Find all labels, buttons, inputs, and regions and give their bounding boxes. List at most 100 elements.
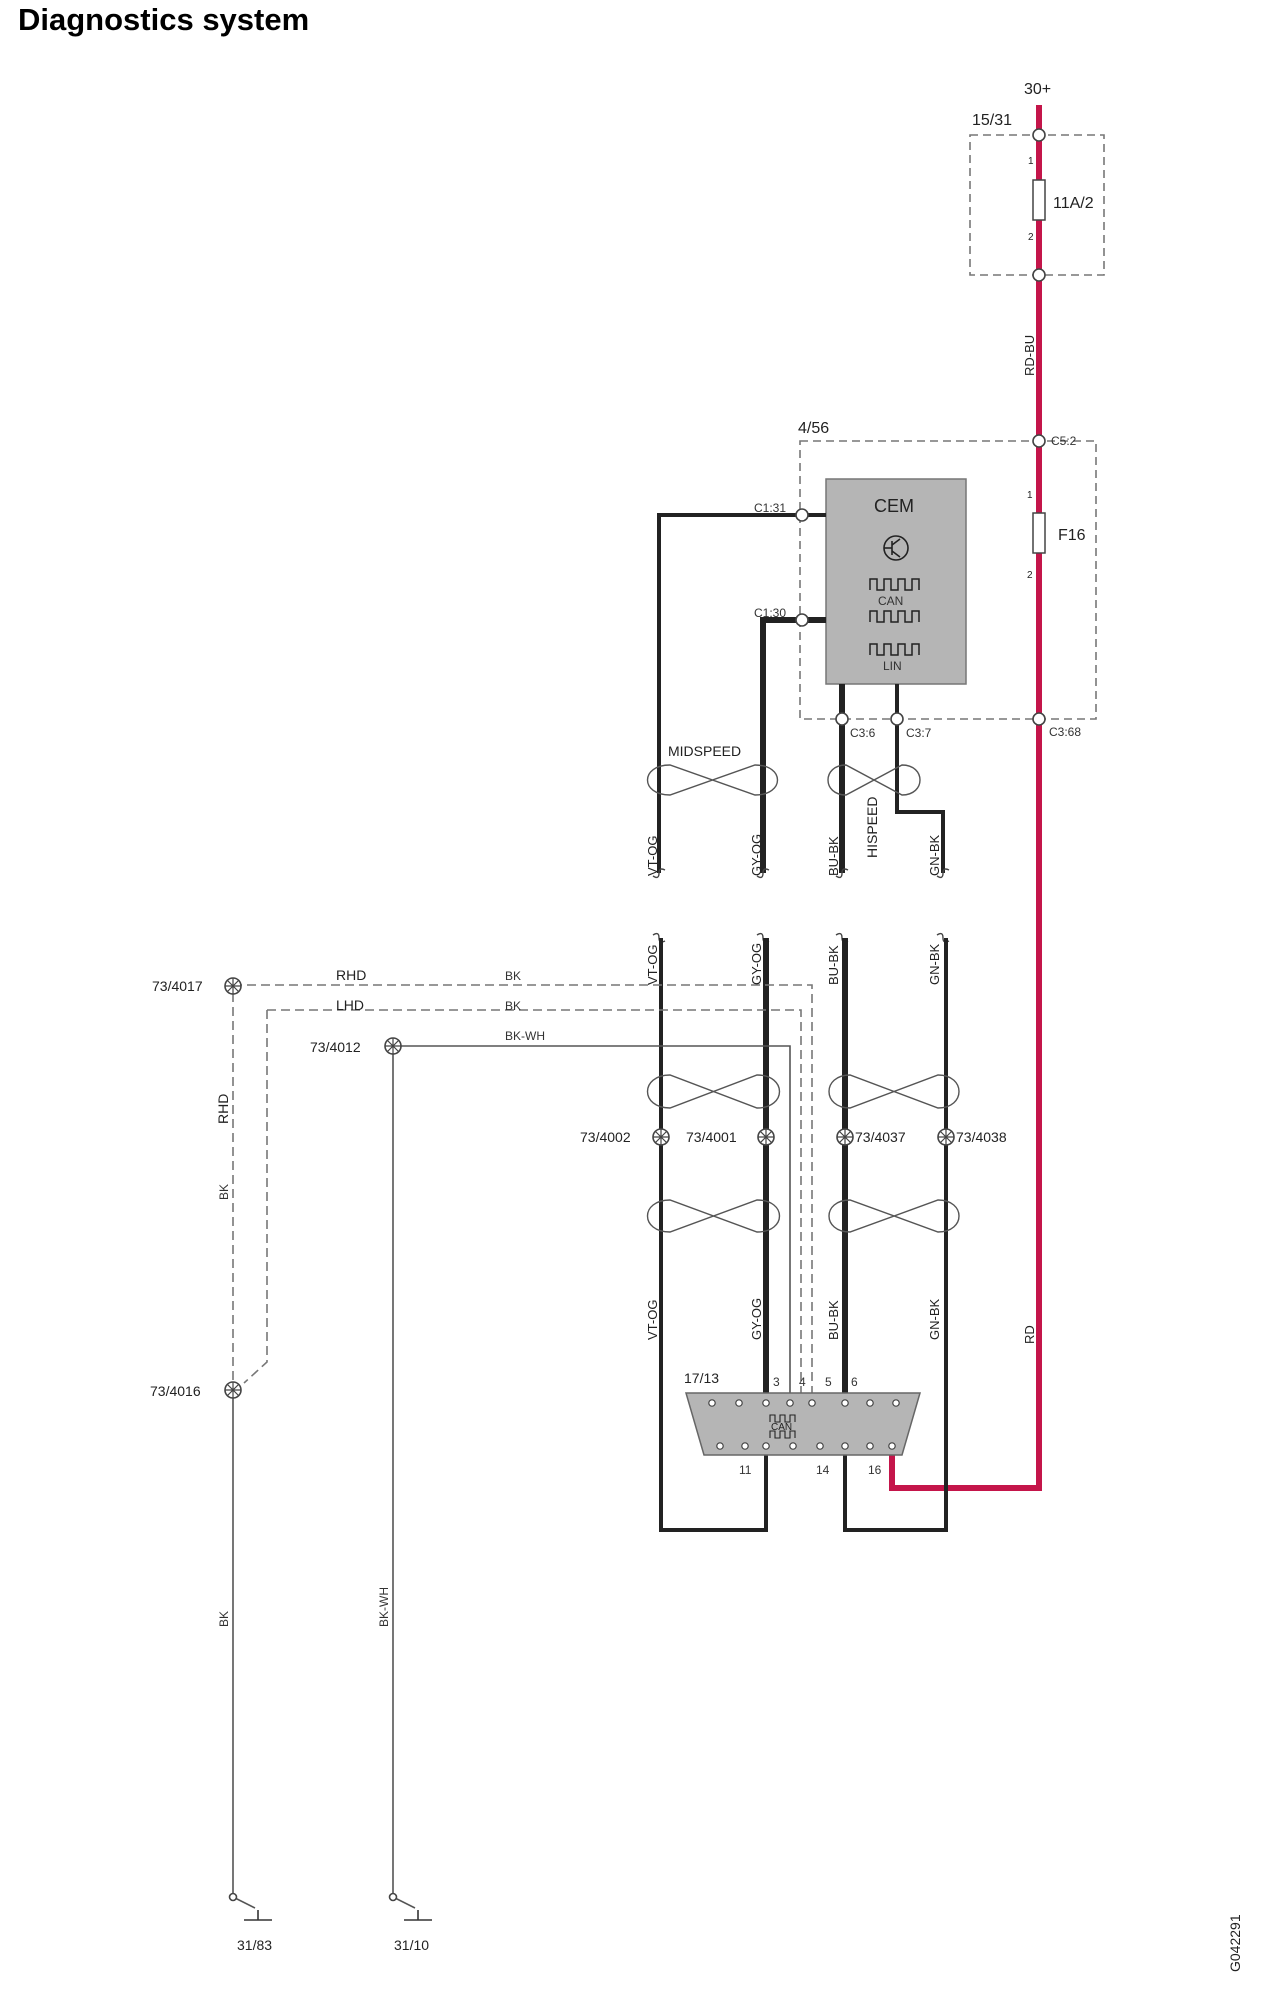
cem-module [825, 478, 967, 685]
dlc-pin5: 5 [825, 1375, 832, 1389]
figure-id: G042291 [1227, 1914, 1243, 1972]
splice-4016-label: 73/4016 [150, 1383, 201, 1399]
hispeed-label: HISPEED [864, 797, 880, 858]
dlc-label: 17/13 [684, 1370, 719, 1386]
wire-label-gn-bk-mid: GN-BK [927, 944, 942, 986]
dlc-pins-top [708, 1399, 900, 1407]
twisted-pair-hispeed-low [828, 1199, 960, 1233]
fuse-box-fuse-label: 11A/2 [1053, 195, 1094, 212]
fuse-box-pin2: 2 [1028, 232, 1034, 243]
connection-points [795, 128, 1046, 726]
dlc-pin3: 3 [773, 1375, 780, 1389]
cem-fuse-pin1: 1 [1027, 490, 1033, 501]
conn-c131-label: C1:31 [754, 501, 786, 515]
wire-bk-wh [393, 1045, 791, 1395]
conn-c52-label: C5:2 [1051, 434, 1077, 448]
conn-c130-label: C1:30 [754, 606, 786, 620]
wire-gn-bk-lower [843, 938, 948, 1532]
splice-4017-label: 73/4017 [152, 978, 203, 994]
ground-31-83-icon [228, 1892, 272, 1921]
ground-31-10-icon [388, 1892, 432, 1921]
feed-wire-label: RD-BU [1022, 335, 1037, 376]
splice-4037-label: 73/4037 [855, 1129, 906, 1145]
fuse-f16 [1032, 512, 1046, 554]
cem-name: CEM [874, 496, 914, 516]
wire-label-bu-bk-mid: BU-BK [826, 945, 841, 985]
wire-label-vt-og-lower: VT-OG [645, 1300, 660, 1340]
wire-label-gn-bk-lower: GN-BK [927, 1299, 942, 1341]
cem-box-4-56 [799, 440, 1097, 720]
wire-label-gy-og-upper: GY-OG [749, 834, 764, 876]
fuse-box-label: 15/31 [972, 112, 1012, 129]
dlc-pin6: 6 [851, 1375, 858, 1389]
dlc-can-label: CAN [771, 1422, 792, 1433]
twisted-pair-midspeed-mid [646, 1074, 781, 1109]
dlc-connector-body [685, 1392, 921, 1456]
power-wire-30-plus [889, 105, 1042, 1491]
dlc-can-wave-icon [769, 1414, 796, 1439]
cem-box-label: 4/56 [798, 420, 829, 437]
twisted-pair-midspeed-low [646, 1199, 781, 1233]
rhd-bk-label: BK [505, 969, 521, 983]
conn-c368-label: C3:68 [1049, 725, 1081, 739]
wire-label-bu-bk-upper: BU-BK [826, 836, 841, 876]
wire-label-gy-og-lower: GY-OG [749, 1298, 764, 1340]
dlc-pin4: 4 [799, 1375, 806, 1389]
page-title: Diagnostics system [18, 2, 310, 37]
cem-fuse-label: F16 [1058, 527, 1086, 544]
splice-4017-icon [224, 977, 242, 995]
dlc-pin11: 11 [739, 1463, 752, 1477]
wire-rhd-dashed [233, 984, 813, 1395]
wire-label-bu-bk-lower: BU-BK [826, 1300, 841, 1340]
splice-4037-icon [836, 1128, 854, 1146]
splice-4038-label: 73/4038 [956, 1129, 1007, 1145]
splice-4012-icon [384, 1037, 402, 1055]
lin-wave-icon [869, 643, 920, 656]
splice-4016-icon [224, 1381, 242, 1399]
splice-4001-icon [757, 1128, 775, 1146]
wire-label-vt-og-upper: VT-OG [645, 836, 660, 876]
ground-31-83-label: 31/83 [237, 1937, 272, 1953]
dlc-pin16: 16 [868, 1463, 882, 1477]
splice-4001-label: 73/4001 [686, 1129, 737, 1145]
wire-gn-bk-upper [895, 684, 945, 873]
midspeed-label: MIDSPEED [668, 743, 741, 759]
wire-vt-og-upper [657, 513, 826, 873]
twisted-pair-hispeed-mid [828, 1074, 960, 1109]
wire-vt-og-lower [659, 938, 768, 1532]
cem-can-label: CAN [878, 594, 903, 608]
rhd-label: RHD [336, 967, 366, 983]
splice-4012-label: 73/4012 [310, 1039, 361, 1055]
conn-c37-label: C3:7 [906, 726, 932, 740]
conn-c36-label: C3:6 [850, 726, 876, 740]
ground-bk-label: BK [217, 1611, 231, 1627]
wire-label-gn-bk-upper: GN-BK [927, 835, 942, 877]
rhd-vertical-label: RHD [215, 1094, 231, 1124]
lhd-label: LHD [336, 997, 364, 1013]
bk-wh-label: BK-WH [505, 1029, 545, 1043]
dlc-pin14: 14 [816, 1463, 830, 1477]
can-wave-icon [869, 578, 920, 623]
return-wire-label: RD [1022, 1325, 1037, 1344]
wire-lhd-dashed [243, 1009, 802, 1395]
wire-break-marks-lower [652, 932, 950, 943]
splice-4038-icon [937, 1128, 955, 1146]
ground-31-10-label: 31/10 [394, 1937, 429, 1953]
wire-label-gy-og-mid: GY-OG [749, 943, 764, 985]
twisted-pair-midspeed-upper [646, 764, 779, 796]
wire-bk-wh-ground [392, 1054, 416, 1909]
cem-lin-label: LIN [883, 659, 902, 673]
wire-bk-ground [232, 1397, 256, 1909]
splice-4002-label: 73/4002 [580, 1129, 631, 1145]
fuse-box-pin1: 1 [1028, 156, 1034, 167]
fuse-11a2 [1032, 179, 1046, 221]
rhd-vertical-bk-label: BK [217, 1184, 231, 1200]
cem-fuse-pin2: 2 [1027, 570, 1033, 581]
transistor-icon [883, 535, 909, 561]
twisted-pair-hispeed-upper [827, 764, 921, 796]
supply-label: 30+ [1024, 81, 1051, 98]
ground-bk-wh-label: BK-WH [377, 1587, 391, 1627]
wire-gy-og-upper [760, 617, 826, 873]
lhd-bk-label: BK [505, 999, 521, 1013]
